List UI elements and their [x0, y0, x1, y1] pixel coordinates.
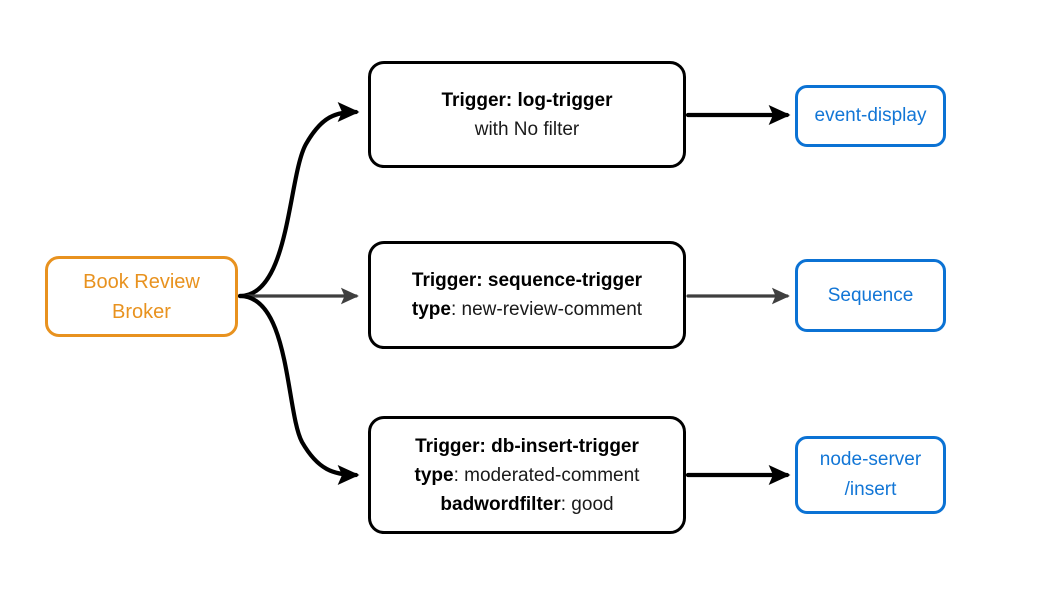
trigger-filter-value: : new-review-comment	[450, 299, 643, 320]
sink-label-event-display: event-display	[814, 105, 927, 126]
sink-node-sequence[interactable]: Sequence	[795, 259, 946, 332]
trigger-node-db-insert-trigger[interactable]: Trigger: db-insert-trigger type: moderat…	[368, 416, 686, 534]
trigger-node-sequence-trigger[interactable]: Trigger: sequence-trigger type: new-revi…	[368, 241, 686, 349]
sink-label-node-server: node-server	[819, 449, 922, 470]
trigger-filter-key-badwordfilter: badwordfilter	[440, 493, 561, 515]
edge-broker-to-db-insert-trigger	[237, 293, 360, 486]
trigger-title-db-insert-trigger: Trigger: db-insert-trigger	[415, 435, 639, 457]
trigger-node-log-trigger[interactable]: Trigger: log-trigger with No filter	[368, 61, 686, 168]
trigger-title-log-trigger: Trigger: log-trigger	[441, 89, 613, 111]
trigger-title-sequence-trigger: Trigger: sequence-trigger	[411, 270, 643, 291]
trigger-filter-log-trigger: with No filter	[474, 118, 580, 140]
sink-label-sequence: Sequence	[827, 284, 914, 306]
broker-label-line2: Broker	[112, 300, 171, 323]
trigger-filter-value-type: : moderated-comment	[453, 464, 640, 486]
trigger-filter-value-badwordfilter: : good	[560, 493, 614, 515]
trigger-filter-key: type	[411, 299, 451, 320]
trigger-filter-badwordfilter: badwordfilter: good	[440, 490, 613, 519]
edge-broker-to-log-trigger	[237, 101, 360, 299]
trigger-filter-type: type: moderated-comment	[415, 461, 640, 490]
broker-node[interactable]: Book Review Broker	[45, 256, 238, 337]
sink-node-node-server-insert[interactable]: node-server /insert	[795, 436, 946, 514]
sink-node-event-display[interactable]: event-display	[795, 85, 946, 147]
broker-label-line1: Book Review	[83, 270, 200, 293]
trigger-filter-key-type: type	[414, 464, 454, 486]
trigger-filter-sequence-trigger: type: new-review-comment	[412, 295, 642, 324]
sink-label-insert-path: /insert	[844, 479, 897, 500]
